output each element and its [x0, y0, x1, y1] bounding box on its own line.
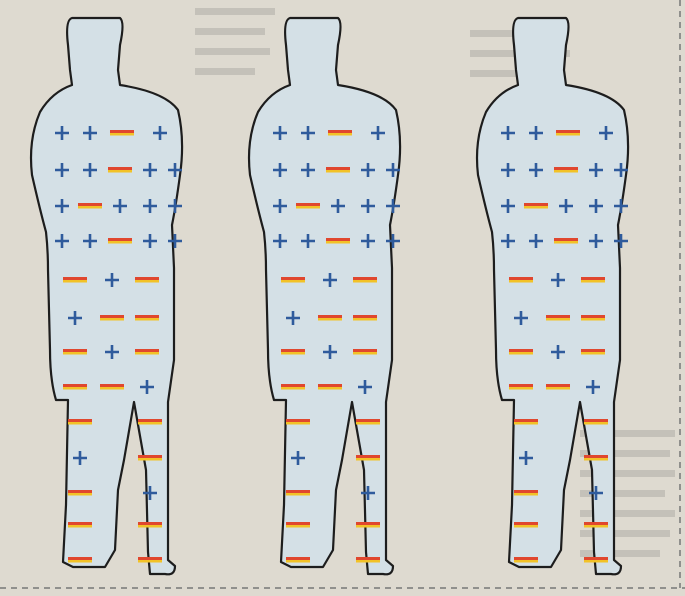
negative-charge-symbol: [110, 130, 134, 136]
negative-charge-symbol: [68, 419, 92, 425]
negative-charge-symbol: [78, 203, 102, 209]
negative-charge-symbol: [100, 315, 124, 321]
negative-charge-symbol: [281, 384, 305, 390]
negative-charge-symbol: [138, 419, 162, 425]
negative-charge-symbol: [108, 167, 132, 173]
negative-charge-symbol: [138, 522, 162, 528]
negative-charge-symbol: [108, 238, 132, 244]
negative-charge-symbol: [546, 384, 570, 390]
negative-charge-symbol: [296, 203, 320, 209]
negative-charge-symbol: [554, 238, 578, 244]
negative-charge-symbol: [581, 349, 605, 355]
negative-charge-symbol: [68, 557, 92, 563]
person-figure-left: [31, 18, 182, 574]
negative-charge-symbol: [286, 419, 310, 425]
negative-charge-symbol: [584, 419, 608, 425]
negative-charge-symbol: [135, 277, 159, 283]
negative-charge-symbol: [514, 522, 538, 528]
negative-charge-symbol: [68, 522, 92, 528]
negative-charge-symbol: [546, 315, 570, 321]
negative-charge-symbol: [554, 167, 578, 173]
negative-charge-symbol: [63, 277, 87, 283]
negative-charge-symbol: [353, 349, 377, 355]
negative-charge-symbol: [63, 349, 87, 355]
negative-charge-symbol: [556, 130, 580, 136]
negative-charge-symbol: [68, 490, 92, 496]
negative-charge-symbol: [281, 349, 305, 355]
negative-charge-symbol: [353, 277, 377, 283]
negative-charge-symbol: [584, 522, 608, 528]
negative-charge-symbol: [318, 384, 342, 390]
negative-charge-symbol: [356, 455, 380, 461]
negative-charge-symbol: [514, 419, 538, 425]
negative-charge-symbol: [135, 315, 159, 321]
negative-charge-symbol: [514, 557, 538, 563]
negative-charge-symbol: [514, 490, 538, 496]
negative-charge-symbol: [286, 557, 310, 563]
negative-charge-symbol: [353, 315, 377, 321]
negative-charge-symbol: [326, 238, 350, 244]
negative-charge-symbol: [581, 315, 605, 321]
negative-charge-symbol: [318, 315, 342, 321]
person-figure-right: [477, 18, 628, 574]
negative-charge-symbol: [581, 277, 605, 283]
negative-charge-symbol: [524, 203, 548, 209]
negative-charge-symbol: [135, 349, 159, 355]
negative-charge-symbol: [100, 384, 124, 390]
negative-charge-symbol: [509, 384, 533, 390]
negative-charge-symbol: [509, 277, 533, 283]
negative-charge-symbol: [138, 557, 162, 563]
negative-charge-symbol: [356, 557, 380, 563]
negative-charge-symbol: [328, 130, 352, 136]
negative-charge-symbol: [138, 455, 162, 461]
negative-charge-symbol: [509, 349, 533, 355]
negative-charge-symbol: [356, 522, 380, 528]
negative-charge-symbol: [286, 490, 310, 496]
person-figure-middle: [249, 18, 400, 574]
negative-charge-symbol: [286, 522, 310, 528]
negative-charge-symbol: [281, 277, 305, 283]
negative-charge-symbol: [356, 419, 380, 425]
negative-charge-symbol: [584, 557, 608, 563]
negative-charge-symbol: [326, 167, 350, 173]
negative-charge-symbol: [63, 384, 87, 390]
negative-charge-symbol: [584, 455, 608, 461]
